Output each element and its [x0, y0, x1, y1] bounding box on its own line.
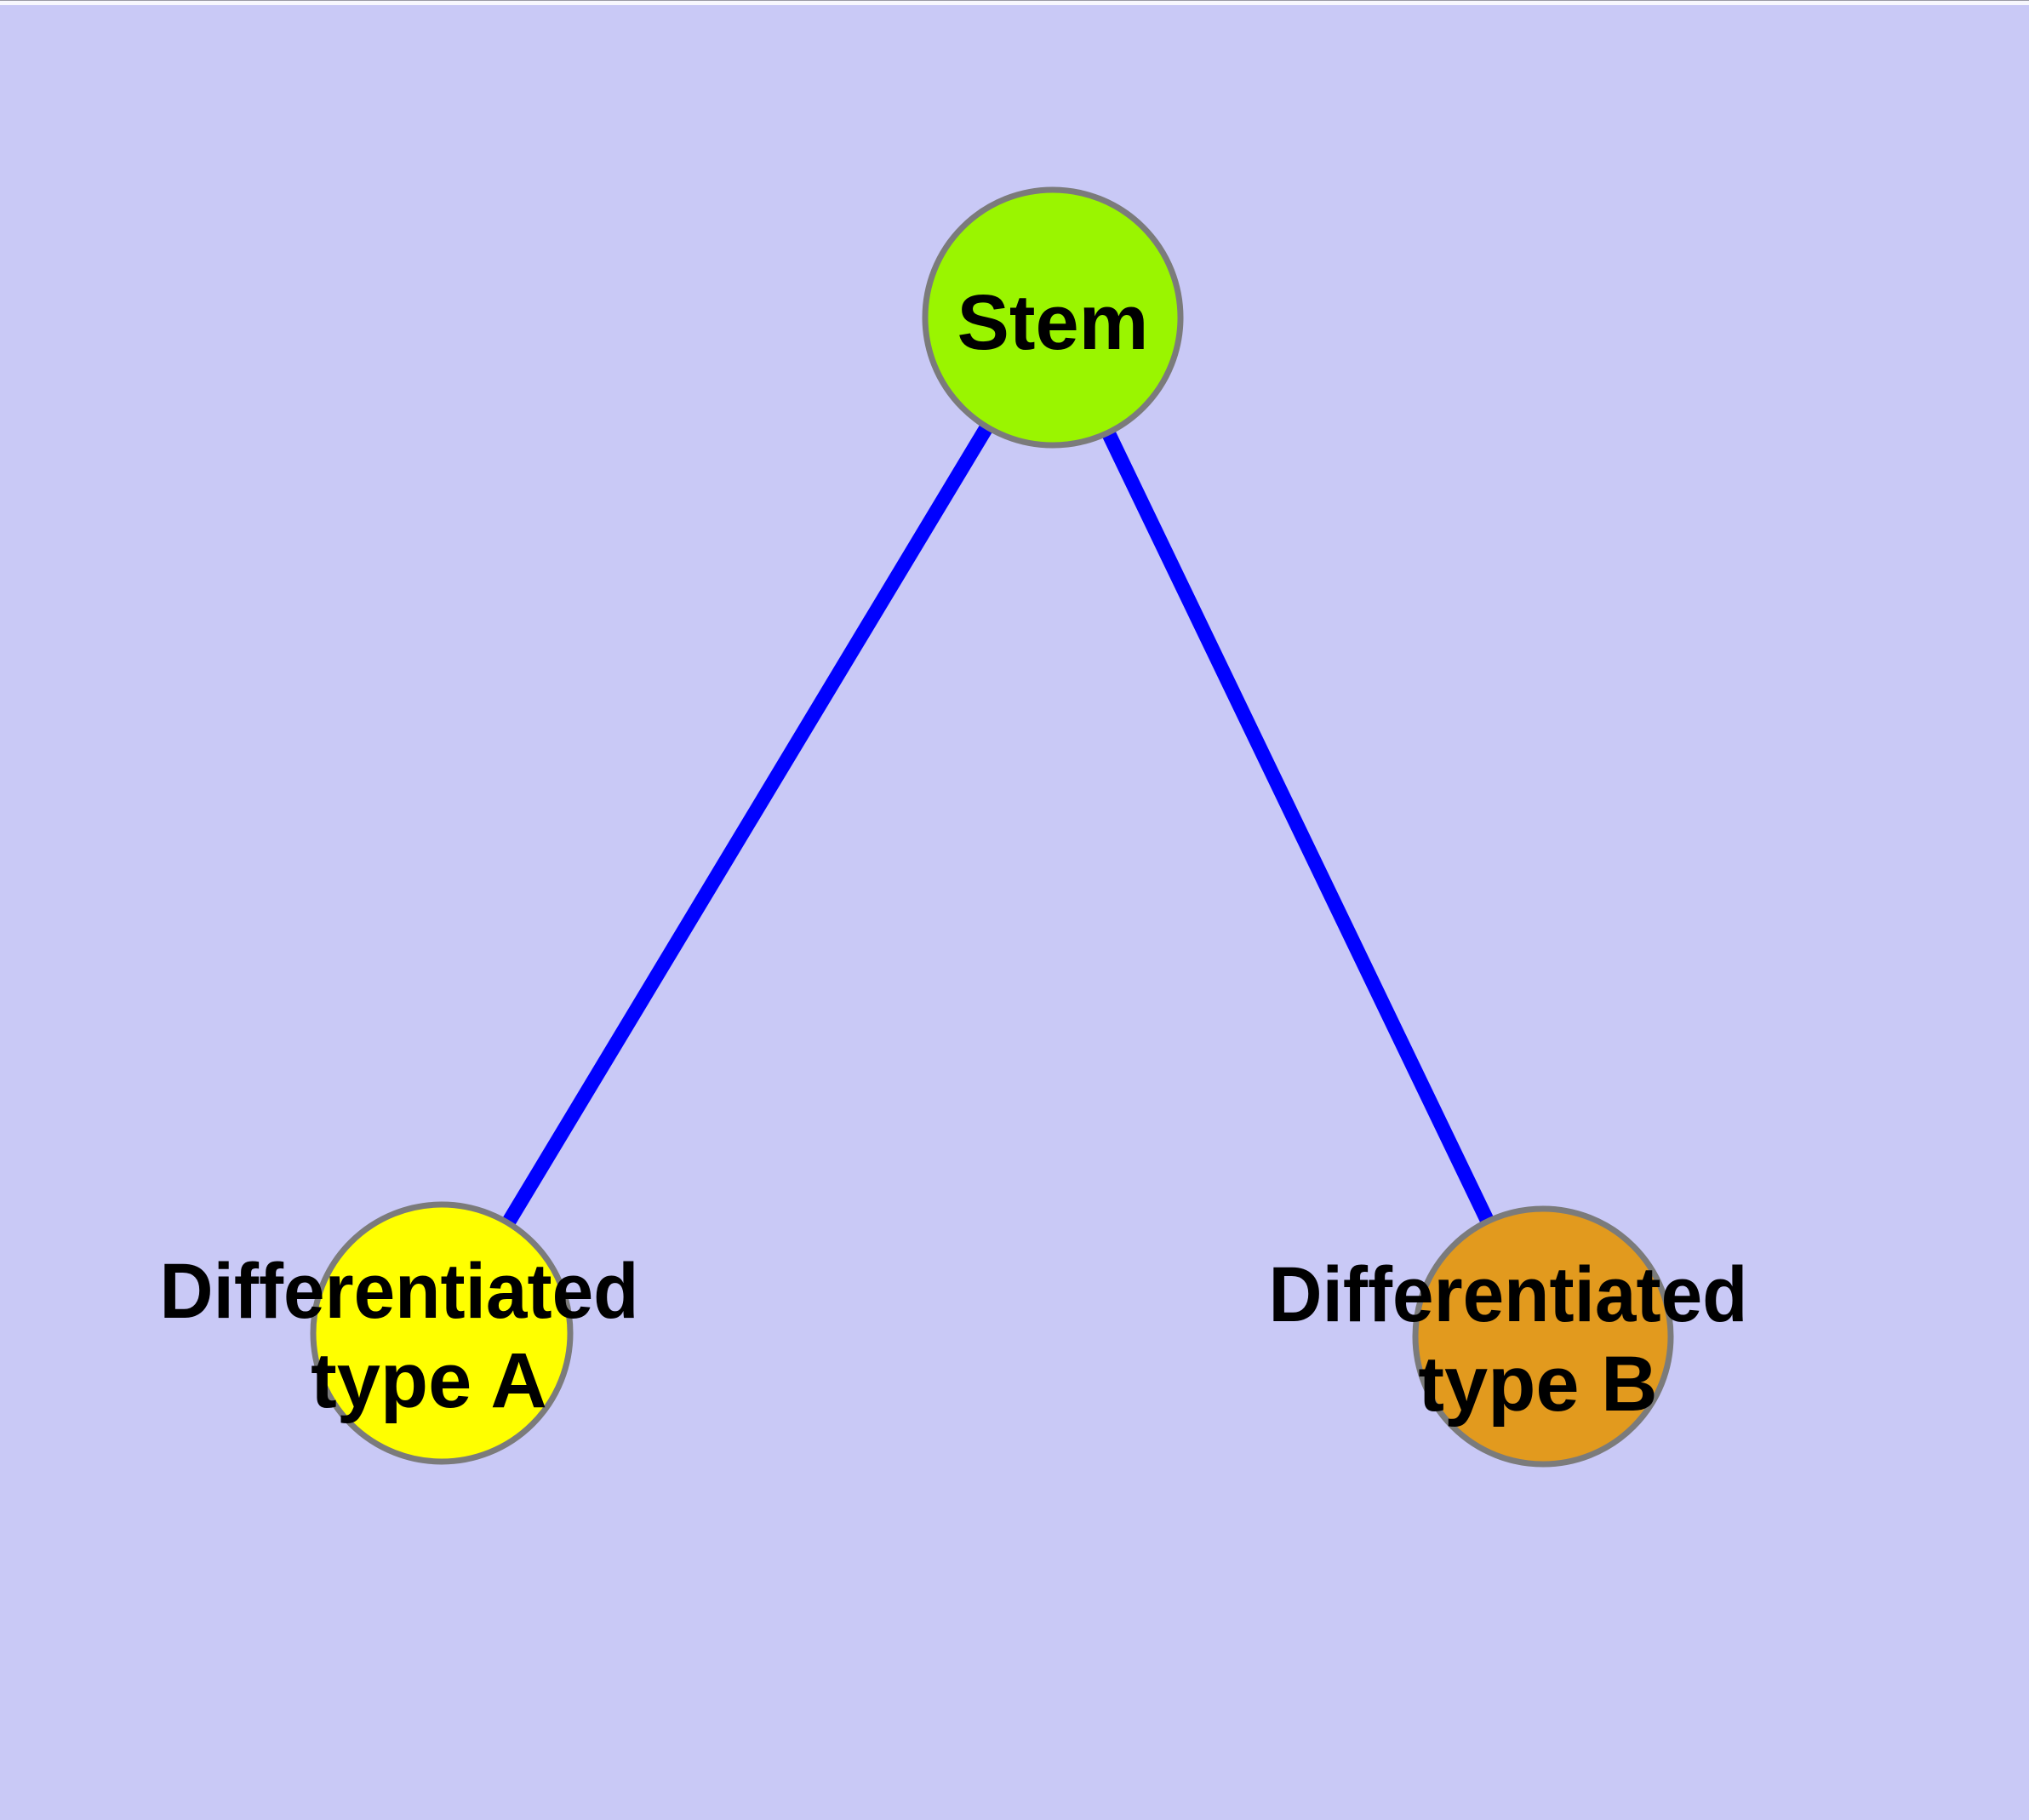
- nodes: [310, 186, 1674, 1468]
- edges: [435, 313, 1550, 1340]
- edge-stem-to-type-b: [1046, 314, 1550, 1340]
- node-type-a-label-line1: Differentiated: [160, 1248, 639, 1335]
- node-type-b-label-line1: Differentiated: [1269, 1251, 1748, 1338]
- node-differentiated-type-b: [1412, 1205, 1674, 1468]
- node-type-a-label-line2: type A: [311, 1337, 547, 1424]
- top-edge-hairline: [0, 0, 2029, 1]
- node-labels: Stem Differentiated type A Differentiate…: [160, 279, 1748, 1428]
- node-stem: [922, 186, 1184, 449]
- edge-stem-to-type-a: [435, 313, 1060, 1337]
- node-type-b-label-line2: type B: [1418, 1341, 1657, 1428]
- node-differentiated-type-a: [310, 1201, 574, 1465]
- node-stem-label: Stem: [957, 279, 1149, 366]
- top-edge-strip: [0, 1, 2029, 5]
